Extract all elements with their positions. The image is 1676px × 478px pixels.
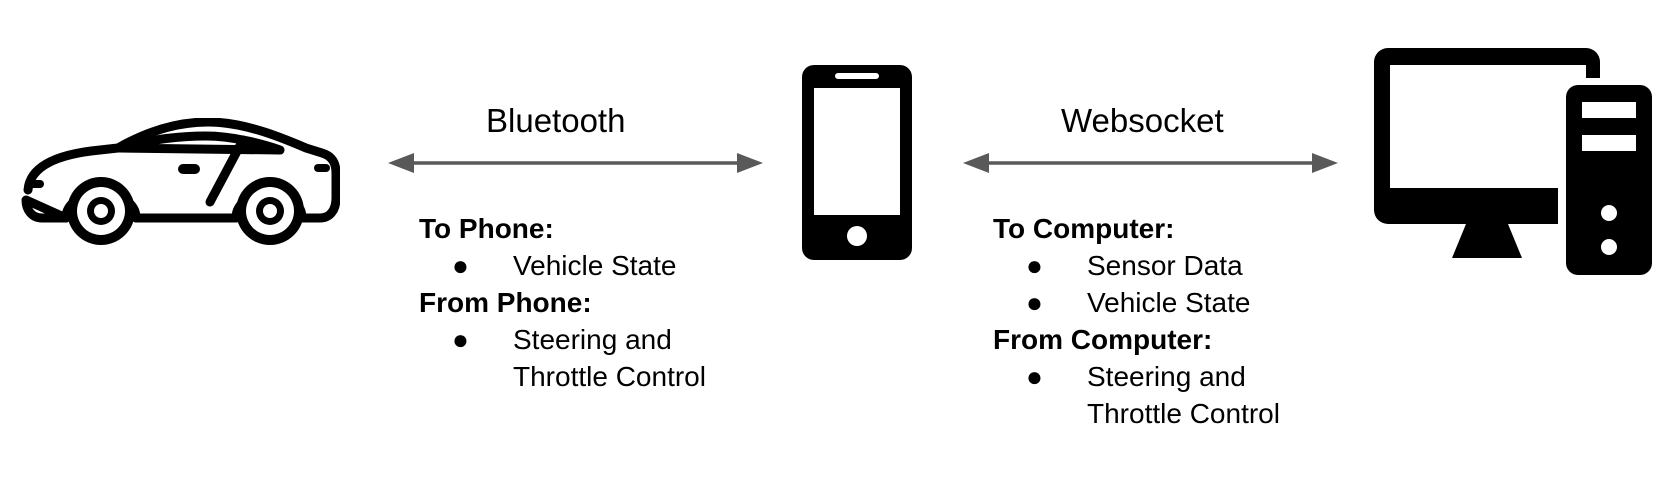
bullet: ● bbox=[1026, 287, 1043, 318]
from-computer-heading: From Computer: bbox=[993, 324, 1213, 355]
smartphone-icon bbox=[802, 65, 912, 260]
websocket-details: To Computer: ● Sensor Data ● Vehicle Sta… bbox=[993, 210, 1353, 432]
list-item-text: Steering and Throttle Control bbox=[1087, 361, 1280, 429]
list-item-text: Steering and Throttle Control bbox=[513, 324, 706, 392]
list-item: ● Vehicle State bbox=[993, 284, 1353, 321]
bullet: ● bbox=[452, 250, 469, 281]
bluetooth-link-arrow bbox=[388, 150, 763, 176]
to-computer-heading: To Computer: bbox=[993, 213, 1175, 244]
bullet: ● bbox=[452, 324, 469, 355]
bluetooth-details: To Phone: ● Vehicle State From Phone: ● … bbox=[419, 210, 779, 395]
from-phone-heading: From Phone: bbox=[419, 287, 592, 318]
bluetooth-label: Bluetooth bbox=[486, 102, 626, 139]
list-item: ● Vehicle State bbox=[419, 247, 779, 284]
car-icon bbox=[18, 118, 340, 263]
list-item-text: Sensor Data bbox=[1087, 250, 1243, 281]
websocket-label: Websocket bbox=[1061, 102, 1224, 139]
bullet: ● bbox=[1026, 250, 1043, 281]
list-item-text: Vehicle State bbox=[1087, 287, 1251, 318]
list-item: ● Sensor Data bbox=[993, 247, 1353, 284]
desktop-computer-icon bbox=[1374, 48, 1652, 275]
bullet: ● bbox=[1026, 361, 1043, 392]
to-phone-heading: To Phone: bbox=[419, 213, 554, 244]
list-item: ● Steering and Throttle Control bbox=[993, 358, 1327, 432]
list-item: ● Steering and Throttle Control bbox=[419, 321, 753, 395]
list-item-text: Vehicle State bbox=[513, 250, 677, 281]
websocket-link-arrow bbox=[963, 150, 1338, 176]
